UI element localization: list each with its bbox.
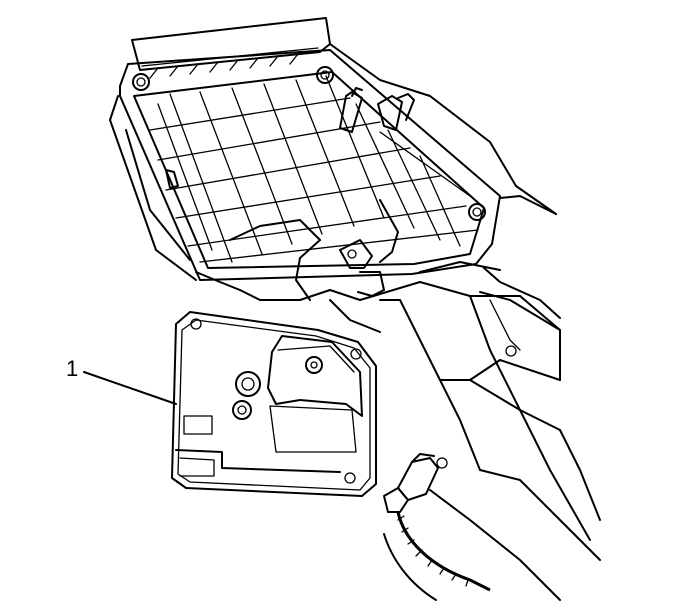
callout-label-1: 1 xyxy=(66,356,79,381)
callout-1-leader xyxy=(83,371,177,405)
actuator xyxy=(171,311,377,497)
hvac-case-housing xyxy=(195,43,601,561)
air-inlet-grille xyxy=(109,17,501,281)
wiring-harness xyxy=(383,453,561,601)
